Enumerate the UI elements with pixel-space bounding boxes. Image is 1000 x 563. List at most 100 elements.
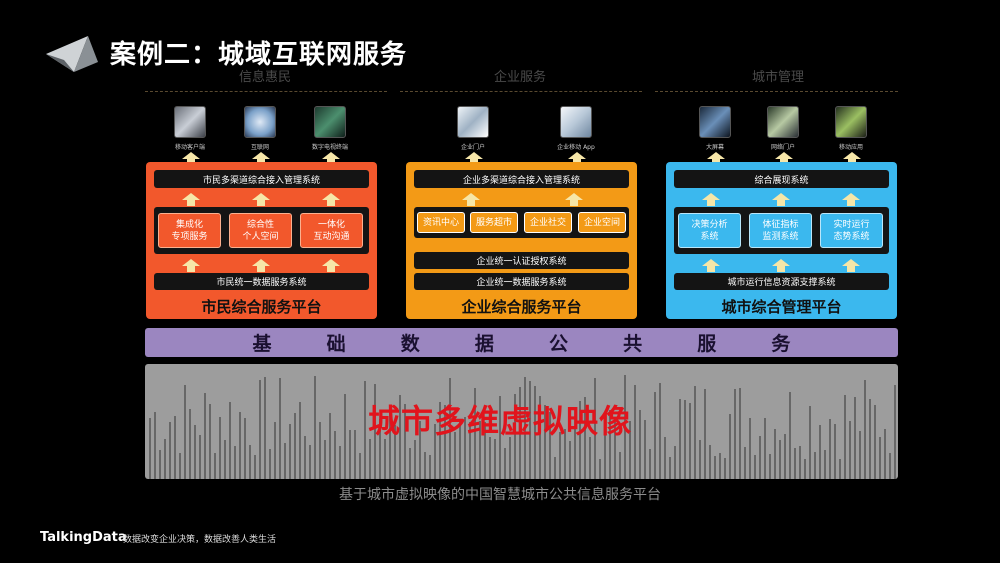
skyline-column (204, 393, 206, 479)
skyline-column (534, 386, 536, 479)
skyline-column (209, 404, 211, 479)
citizen-platform-title: 市民综合服务平台 (201, 298, 322, 316)
up-arrow-icon (842, 259, 860, 272)
icon-label: 企业门户 (460, 144, 485, 151)
skyline-column (664, 437, 666, 479)
skyline-column (754, 455, 756, 479)
skyline-column (609, 410, 611, 479)
skyline-column (874, 405, 876, 479)
enterprise-app-icon (560, 106, 592, 138)
skyline-column (309, 445, 311, 479)
skyline-column (629, 421, 631, 479)
up-arrow-icon (252, 259, 270, 272)
digital-tv-icon (314, 106, 346, 138)
skyline-column (409, 448, 411, 479)
brand-name: TalkingData (40, 530, 127, 545)
citizen-services-group: 集成化专项服务 综合性个人空间 一体化互动沟通 (154, 207, 369, 254)
skyline-column (459, 422, 461, 479)
skyline-column (329, 413, 331, 479)
skyline-column (444, 405, 446, 479)
up-arrow-icon (702, 259, 720, 272)
citizen-platform-panel: 市民多渠道综合接入管理系统 集成化专项服务 综合性个人空间 一体化互动沟通 市民… (146, 162, 377, 319)
public-data-service-bar: 基础数据 公共服务 (145, 328, 898, 357)
skyline-column (174, 416, 176, 479)
service-chip: 服务超市 (470, 212, 518, 233)
skyline-column (394, 425, 396, 479)
skyline-column (489, 437, 491, 479)
divider (145, 91, 387, 92)
skyline-column (529, 381, 531, 479)
up-arrow-icon (462, 193, 480, 206)
skyline-column (544, 405, 546, 479)
skyline-column (739, 388, 741, 479)
skyline-column (514, 394, 516, 479)
up-arrow-icon (182, 259, 200, 272)
skyline-column (339, 446, 341, 479)
skyline-column (419, 421, 421, 479)
skyline-column (389, 408, 391, 479)
skyline-column (759, 436, 761, 479)
section-label-enterprise: 企业服务 (493, 70, 546, 85)
skyline-column (639, 410, 641, 479)
divider (400, 91, 642, 92)
skyline-column (304, 436, 306, 479)
skyline-column (269, 449, 271, 479)
skyline-column (509, 437, 511, 479)
up-arrow-icon (565, 193, 583, 206)
skyline-column (779, 440, 781, 479)
skyline-column (314, 376, 316, 479)
skyline-column (604, 429, 606, 479)
up-arrow-icon (322, 152, 340, 165)
skyline-column (404, 404, 406, 479)
service-chip: 集成化专项服务 (158, 213, 221, 248)
skyline-column (479, 421, 481, 479)
web-portal-icon (767, 106, 799, 138)
skyline-column (334, 431, 336, 479)
skyline-column (429, 455, 431, 479)
service-chip: 决策分析系统 (678, 213, 741, 248)
skyline-column (504, 448, 506, 479)
skyline-column (499, 396, 501, 479)
skyline-column (564, 429, 566, 479)
skyline-column (439, 402, 441, 479)
up-arrow-icon (702, 193, 720, 206)
up-arrow-icon (775, 152, 793, 165)
skyline-column (789, 392, 791, 479)
skyline-column (179, 453, 181, 479)
icon-label: 网络门户 (770, 144, 795, 151)
skyline-column (219, 417, 221, 479)
skyline-column (284, 443, 286, 479)
skyline-column (599, 459, 601, 479)
enterprise-services-group: 资讯中心 服务超市 企业社交 企业空间 (414, 207, 629, 238)
skyline-column (364, 381, 366, 479)
skyline-column (649, 449, 651, 479)
skyline-column (184, 385, 186, 479)
up-arrow-icon (772, 193, 790, 206)
skyline-column (524, 377, 526, 479)
skyline-column (149, 418, 151, 479)
skyline-column (234, 446, 236, 479)
skyline-column (189, 409, 191, 479)
up-arrow-icon (182, 193, 200, 206)
skyline-graphic (149, 375, 896, 479)
city-services-group: 决策分析系统 体征指标监测系统 实时运行态势系统 (674, 207, 889, 254)
section-label-citizen: 信息惠民 (238, 70, 291, 85)
skyline-column (194, 425, 196, 479)
skyline-column (454, 432, 456, 479)
skyline-column (824, 450, 826, 479)
skyline-column (689, 403, 691, 479)
up-arrow-icon (322, 259, 340, 272)
skyline-column (709, 445, 711, 479)
mobile-app-icon (835, 106, 867, 138)
citizen-access-bar: 市民多渠道综合接入管理系统 (154, 170, 369, 188)
up-arrow-icon (252, 152, 270, 165)
skyline-column (719, 453, 721, 479)
skyline-column (374, 384, 376, 479)
up-arrow-icon (843, 152, 861, 165)
skyline-column (619, 452, 621, 479)
skyline-column (349, 430, 351, 479)
section-label-city: 城市管理 (751, 70, 804, 85)
skyline-column (684, 400, 686, 479)
skyline-column (859, 431, 861, 479)
skyline-column (894, 385, 896, 479)
